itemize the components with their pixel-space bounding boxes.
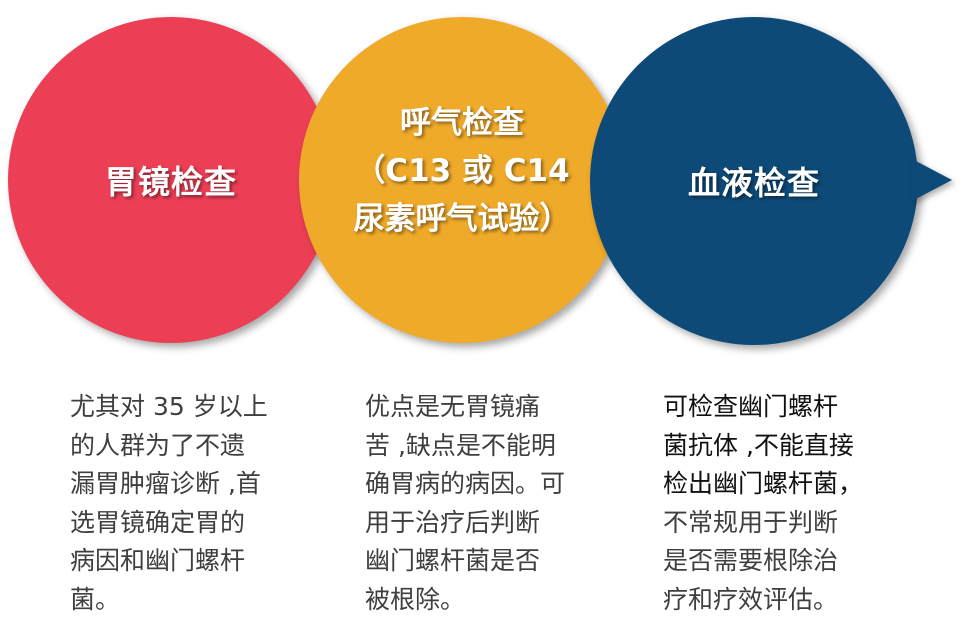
breath-test-description: 优点是无胃镜痛 苦 ,缺点是不能明 确胃病的病因。可 用于治疗后判断 幽门螺杆菌… (365, 388, 595, 619)
desc-line: 是否需要根除治 (663, 546, 839, 575)
breath-test-circle: 呼气检查 （C13 或 C14 尿素呼气试验） (299, 17, 625, 343)
gastroscopy-title: 胃镜检查 (104, 163, 237, 201)
gastroscopy-circle: 胃镜检查 (8, 17, 334, 343)
gastroscopy-description: 尤其对 35 岁以上 的人群为了不遗 漏胃肿瘤诊断 ,首 选胃镜确定胃的 病因和… (70, 388, 310, 619)
desc-line: 确胃病的病因。可 (365, 469, 566, 498)
breath-test-subtitle-2: 尿素呼气试验） (353, 201, 571, 237)
desc-line: 尤其对 35 岁以上 (70, 392, 268, 421)
exam-methods-diagram: 胃镜检查 呼气检查 （C13 或 C14 尿素呼气试验） 血液检查 (8, 17, 952, 345)
desc-line: 不常规用于判断 (663, 507, 839, 537)
desc-line: 可检查幽门螺杆 (663, 392, 839, 421)
desc-line: 选胃镜确定胃的 (70, 507, 246, 537)
breath-test-title: 呼气检查 (400, 105, 524, 141)
desc-line: 的人群为了不遗 (70, 430, 246, 460)
desc-line: 检出幽门螺杆菌， (663, 469, 864, 498)
desc-line: 病因和幽门螺杆 (70, 546, 246, 575)
desc-line: 幽门螺杆菌是否 (365, 546, 541, 575)
desc-line: 菌抗体 ,不能直接 (663, 430, 854, 460)
desc-line: 被根除。 (365, 584, 466, 614)
blood-test-circle: 血液检查 (590, 17, 918, 345)
breath-test-subtitle-1: （C13 或 C14 (354, 153, 570, 189)
desc-line: 疗和疗效评估。 (663, 584, 839, 614)
desc-line: 优点是无胃镜痛 (365, 392, 541, 421)
desc-line: 菌。 (70, 584, 121, 614)
blood-test-title: 血液检查 (687, 164, 820, 202)
desc-line: 漏胃肿瘤诊断 ,首 (70, 469, 261, 498)
desc-line: 苦 ,缺点是不能明 (365, 430, 556, 460)
desc-line: 用于治疗后判断 (365, 507, 541, 537)
blood-test-description: 可检查幽门螺杆 菌抗体 ,不能直接 检出幽门螺杆菌， 不常规用于判断 是否需要根… (663, 388, 903, 619)
arrow-right-icon (912, 159, 952, 201)
